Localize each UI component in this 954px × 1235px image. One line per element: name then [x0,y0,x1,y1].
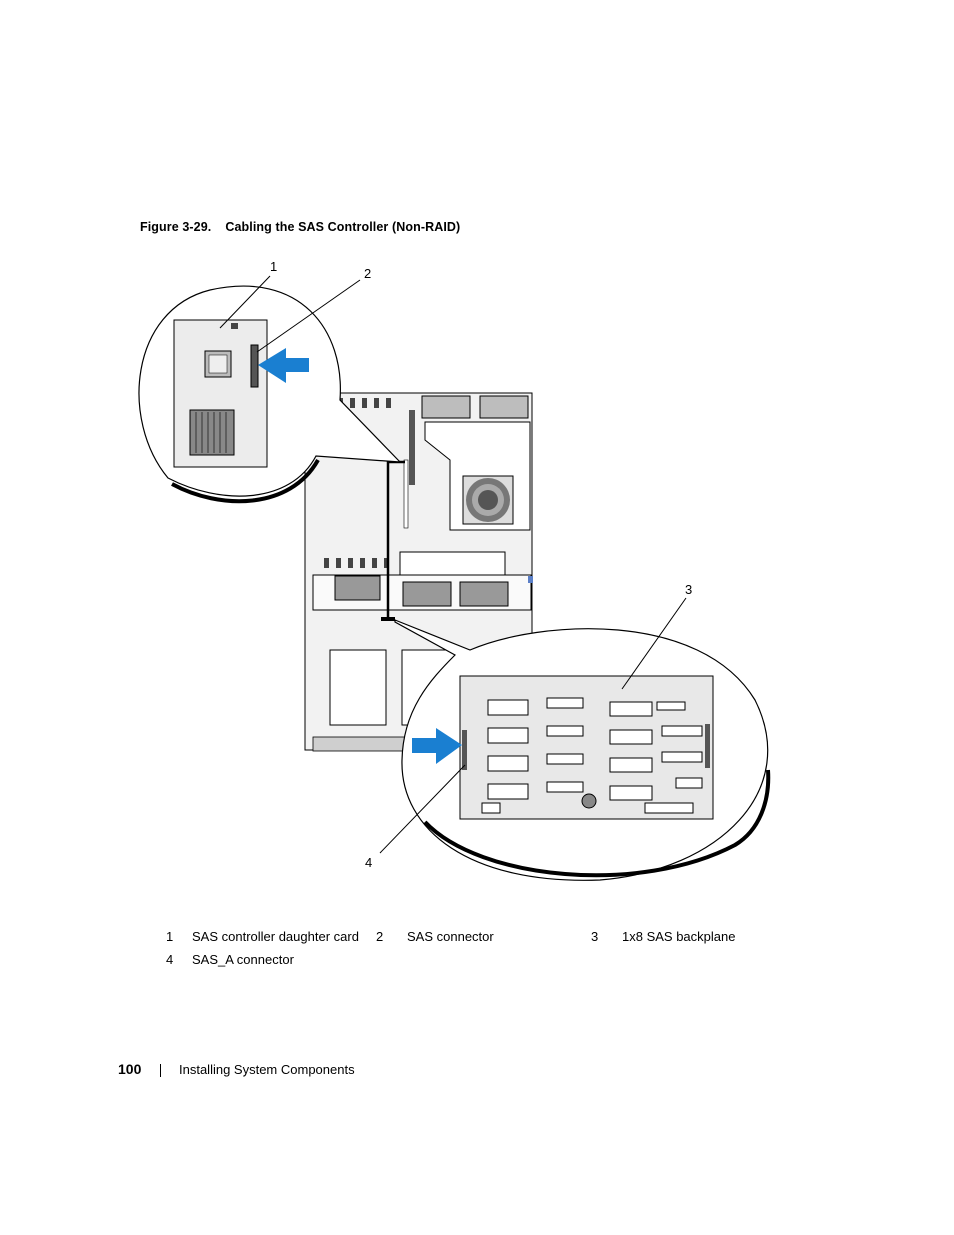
legend-label-1: SAS controller daughter card [192,929,359,944]
footer-separator [160,1064,161,1077]
arrow-sas-connector [258,348,309,383]
page-number: 100 [118,1061,142,1077]
callout-2: 2 [364,266,371,281]
inset-backplane [394,619,771,881]
legend-label-4: SAS_A connector [192,952,294,967]
figure-caption: Figure 3-29. Cabling the SAS Controller (… [140,220,460,234]
figure-number: Figure 3-29. [140,220,212,234]
footer-section-title: Installing System Components [179,1062,355,1077]
callout-4: 4 [365,855,372,870]
legend-num-4: 4 [166,952,174,967]
inset-controller-card [138,285,402,504]
legend-num-1: 1 [166,929,174,944]
callout-3: 3 [685,582,692,597]
leader-lines [219,275,687,854]
legend-label-3: 1x8 SAS backplane [622,929,736,944]
arrow-sas-a-connector [412,728,462,764]
legend-label-2: SAS connector [407,929,494,944]
legend-num-2: 2 [376,929,384,944]
legend-num-3: 3 [591,929,599,944]
callout-1: 1 [270,259,277,274]
figure-title: Cabling the SAS Controller (Non-RAID) [225,220,461,234]
